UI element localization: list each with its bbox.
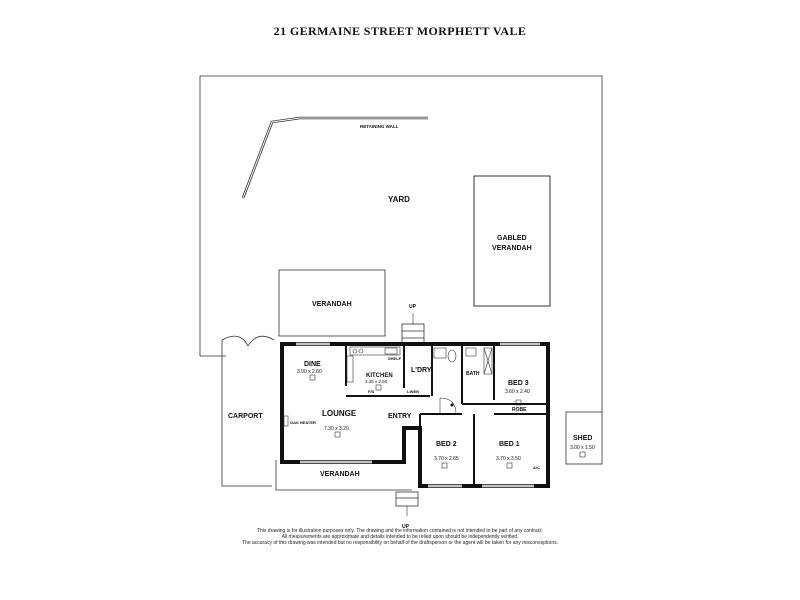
ac-label: A/C <box>533 465 540 470</box>
kitchen-fixtures <box>346 346 401 383</box>
retaining-wall-label: RETAINING WALL <box>360 124 399 129</box>
entry-label: ENTRY <box>388 413 412 420</box>
robe-label: ROBE <box>512 407 527 413</box>
gabled-verandah-label-2: VERANDAH <box>492 245 532 252</box>
bath-label: BATH <box>466 371 480 377</box>
laundry-label: L'DRY <box>411 367 432 374</box>
gas-heater-unit <box>283 415 289 427</box>
interior-walls <box>345 344 548 486</box>
bed3-label: BED 3 <box>508 380 529 387</box>
shed-dimension: 3.00 x 1.50 <box>570 445 595 451</box>
bathroom-fixtures <box>433 347 493 375</box>
window-markers <box>296 342 540 488</box>
fs-label: F/S <box>368 389 375 394</box>
room-markers <box>309 374 586 469</box>
dine-label: DINE <box>304 361 321 368</box>
dine-dimension: 3.00 x 2.60 <box>297 369 322 375</box>
gas-heater-label: GAS HEATER <box>290 420 316 425</box>
disclaimer-line-3: The accuracy of this drawing was intende… <box>241 540 558 546</box>
lounge-dimension: 7.30 x 3.20 <box>324 426 349 432</box>
bed1-dimension: 3.70 x 3.50 <box>496 456 521 462</box>
steps-top <box>401 323 425 345</box>
gabled-verandah <box>473 175 551 307</box>
bed3-dimension: 3.60 x 2.40 <box>505 389 530 395</box>
kitchen-dimension: 3.35 x 2.50 <box>365 379 388 384</box>
disclaimer: This drawing is for illustration purpose… <box>180 528 620 546</box>
kitchen-label: KITCHEN <box>366 373 393 379</box>
up-top-label: UP <box>409 304 417 310</box>
verandah-top-label: VERANDAH <box>312 301 352 308</box>
up-bottom-label: UP <box>402 524 410 530</box>
shelf-label: SHELF <box>388 356 402 361</box>
yard-label: YARD <box>388 195 410 204</box>
verandah-top-outline <box>278 269 386 337</box>
property-boundary <box>199 75 603 412</box>
carport-outline <box>221 340 272 487</box>
plan-title: 21 GERMAINE STREET MORPHETT VALE <box>273 24 527 38</box>
lounge-label: LOUNGE <box>322 409 357 418</box>
shed-label: SHED <box>573 435 592 442</box>
disclaimer-line-2: All measurements are approximate and det… <box>281 534 519 540</box>
bed2-label: BED 2 <box>436 441 457 448</box>
shed-outline <box>565 411 603 465</box>
bed1-label: BED 1 <box>499 441 520 448</box>
carport-label: CARPORT <box>228 413 263 420</box>
retaining-wall <box>241 116 428 199</box>
gabled-verandah-label-1: GABLED <box>497 235 527 242</box>
bed2-dimension: 3.70 x 2.65 <box>434 456 459 462</box>
verandah-bottom-outline <box>275 460 412 491</box>
steps-bottom <box>395 491 419 507</box>
linen-label: LINEN <box>407 389 419 394</box>
verandah-bottom-label: VERANDAH <box>320 471 360 478</box>
carport-gate <box>221 335 275 347</box>
disclaimer-line-1: This drawing is for illustration purpose… <box>256 528 544 534</box>
entry-door-swing <box>439 397 457 415</box>
